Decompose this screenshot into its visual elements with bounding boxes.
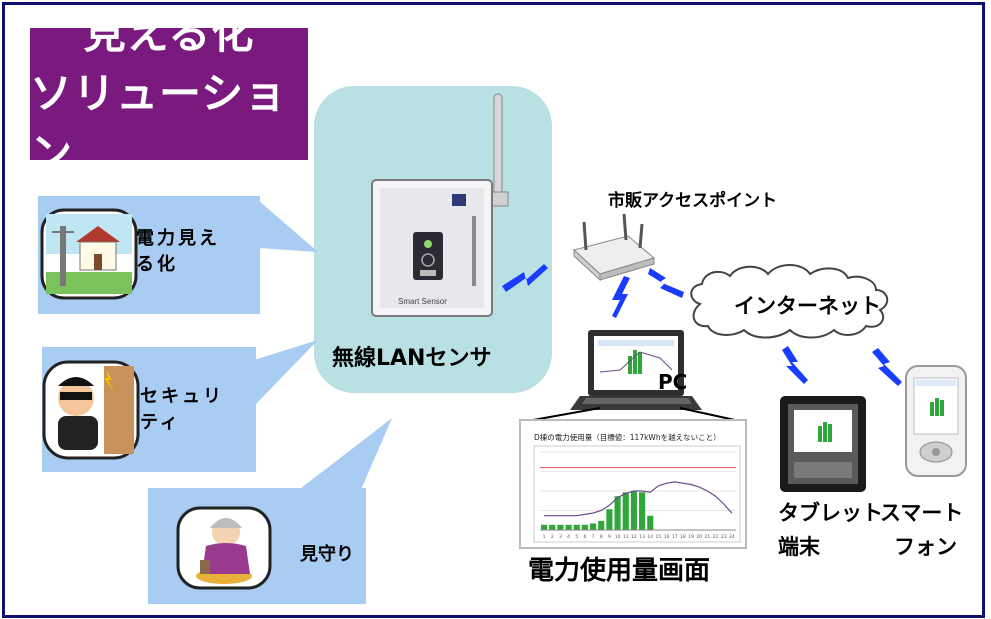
chart-bar — [606, 509, 613, 530]
use-label-watch: 見守り — [300, 544, 354, 565]
chart-bar — [549, 524, 556, 530]
tablet-label-line2: 端末 — [778, 535, 820, 559]
pc-label: PC — [658, 370, 688, 394]
chart-bar — [541, 524, 548, 530]
chart-tick-label: 2 — [551, 534, 554, 540]
smartphone-label-line1: スマート — [880, 501, 964, 525]
chart-bar — [647, 515, 654, 530]
screen-caption: 電力使用量画面 — [528, 556, 711, 586]
chart-tick-label: 12 — [631, 534, 637, 540]
smartphone-icon — [905, 365, 967, 477]
sensor-device-image — [371, 93, 509, 317]
use-label-power-line2: る化 — [136, 254, 178, 275]
chart-tick-label: 7 — [592, 534, 595, 540]
chart-bar — [639, 492, 646, 530]
chart-tick-label: 22 — [713, 534, 719, 540]
sensor-label: 無線LANセンサ — [332, 346, 492, 371]
chart-tick-label: 15 — [656, 534, 662, 540]
chart-tick-label: 19 — [688, 534, 694, 540]
chart-tick-label: 8 — [600, 534, 603, 540]
sensor-device-text: Smart Sensor — [398, 297, 447, 306]
chart-bar — [622, 492, 629, 530]
chart-tick-label: 21 — [705, 534, 711, 540]
chart-tick-label: 10 — [615, 534, 621, 540]
use-label-power: 電力見え る化 — [136, 226, 220, 278]
access-point-label: 市販アクセスポイント — [608, 191, 778, 211]
laptop-icon — [570, 330, 702, 410]
chart-tick-label: 13 — [639, 534, 645, 540]
chart-bar — [581, 524, 588, 530]
chart-bar — [630, 491, 637, 530]
lightning-icon — [612, 276, 630, 318]
lightning-icon — [502, 264, 548, 292]
tablet-icon — [780, 396, 866, 492]
chart-tick-label: 3 — [559, 534, 562, 540]
house-illustration — [40, 208, 138, 300]
chart-bar — [557, 524, 564, 530]
title-line-2: ソリューション — [30, 69, 288, 178]
title-box: 見える化 ソリューション — [30, 9, 308, 178]
chart-tick-label: 4 — [567, 534, 570, 540]
title-line-1: 見える化 — [83, 9, 255, 58]
smartphone-label: スマート フォン — [880, 496, 963, 564]
cloud-icon — [690, 264, 889, 339]
lightning-icon — [782, 346, 808, 384]
chart-tick-label: 11 — [623, 534, 629, 540]
tablet-label: タブレット 端末 — [778, 496, 883, 564]
use-label-security-line2: ティ — [140, 412, 181, 433]
chart-header: D棟の電力使用量（目標値：117kWhを越えないこと） — [534, 432, 721, 442]
bubble-tail-security — [254, 340, 318, 406]
chart-tick-label: 24 — [729, 534, 735, 540]
chart-tick-label: 16 — [664, 534, 670, 540]
bubble-tail-watch — [296, 418, 392, 492]
chart-bar — [590, 523, 597, 530]
chart-bar — [565, 524, 572, 530]
bubble-tail-power — [258, 200, 318, 252]
chart-bar — [598, 520, 605, 530]
use-label-security-line1: セキュリ — [140, 386, 224, 407]
smartphone-label-line2: フォン — [894, 535, 957, 559]
tablet-label-line1: タブレット — [778, 501, 883, 525]
chart-tick-label: 23 — [721, 534, 727, 540]
chart-tick-label: 9 — [608, 534, 611, 540]
lightning-icon — [872, 348, 902, 386]
chart-tick-label: 6 — [583, 534, 586, 540]
use-label-security: セキュリ ティ — [140, 384, 224, 436]
lightning-icon — [648, 268, 684, 298]
chart-tick-label: 20 — [696, 534, 702, 540]
chart-tick-label: 14 — [647, 534, 653, 540]
chart-tick-label: 1 — [543, 534, 546, 540]
security-illustration — [42, 360, 140, 460]
router-icon — [572, 213, 656, 282]
elderly-illustration — [176, 506, 272, 590]
chart-tick-label: 18 — [680, 534, 686, 540]
chart-tick-label: 17 — [672, 534, 678, 540]
chart-bar — [573, 524, 580, 530]
wireless-links — [502, 264, 902, 386]
chart-tick-label: 5 — [575, 534, 578, 540]
chart-bar — [614, 496, 621, 530]
internet-label: インターネット — [734, 294, 881, 318]
chart-line-series — [544, 481, 733, 517]
use-label-power-line1: 電力見え — [136, 228, 220, 249]
